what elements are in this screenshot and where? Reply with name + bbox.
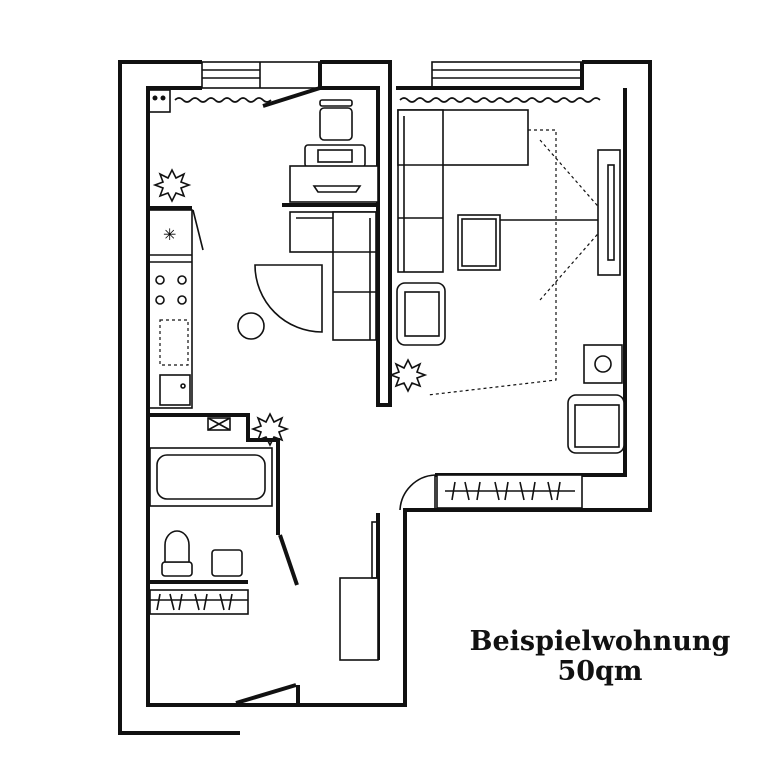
rug <box>427 129 557 396</box>
extractor-fan-icon: ✳ <box>163 225 176 244</box>
window-left <box>201 61 321 89</box>
kitchen-counter: ✳ <box>147 209 193 409</box>
fridge <box>147 89 171 113</box>
kitchen-partition <box>148 203 378 210</box>
curtain-kitchen <box>174 97 272 103</box>
coffee-table <box>457 214 501 271</box>
tv-wall <box>500 139 621 301</box>
bathroom-walls <box>148 413 280 584</box>
shoe-cabinet <box>339 521 379 661</box>
desk-set <box>289 99 379 203</box>
armchair <box>396 282 446 346</box>
plan-area: 50qm <box>557 656 643 687</box>
toilet <box>161 530 193 577</box>
plant-icon <box>250 412 290 447</box>
kitchen-door-swing <box>192 209 204 251</box>
electric-box <box>207 417 231 431</box>
plan-title: Beispielwohnung <box>469 626 731 657</box>
wardrobe <box>399 474 583 511</box>
living-sofa <box>397 109 529 273</box>
plant-icon <box>152 168 192 203</box>
bathroom-door <box>278 534 299 586</box>
plant-icon <box>388 358 428 393</box>
window-right <box>431 61 583 89</box>
armchair <box>567 394 625 454</box>
bathtub <box>149 447 273 507</box>
side-table <box>583 344 623 384</box>
curtain-living <box>399 97 601 103</box>
balcony-door <box>262 86 321 108</box>
folding-table <box>254 264 323 333</box>
sink <box>211 549 243 577</box>
entrance-door <box>235 683 297 705</box>
corner-sofa <box>289 211 377 341</box>
hallway-wardrobe <box>149 589 249 615</box>
stool <box>237 312 265 340</box>
